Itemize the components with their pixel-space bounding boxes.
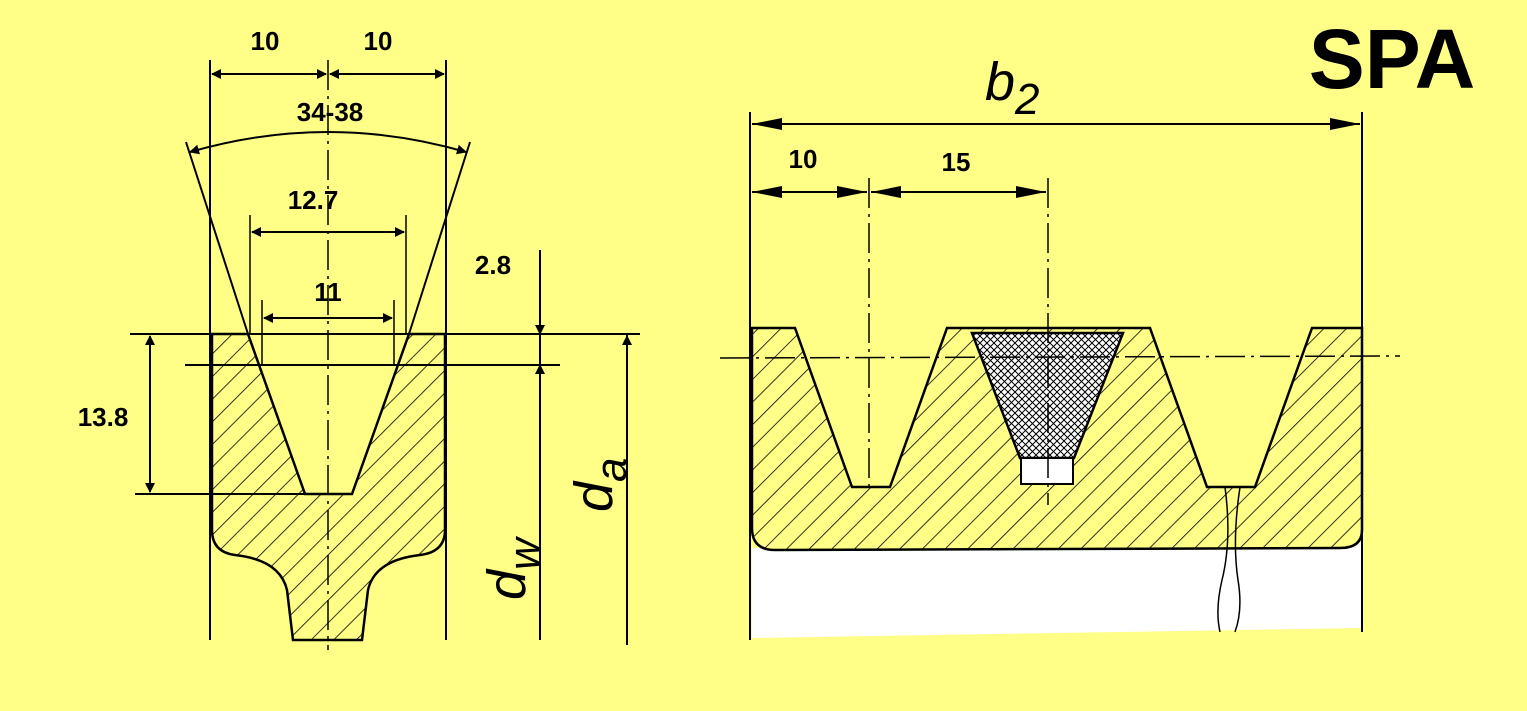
da-symbol: da xyxy=(564,457,636,512)
dim-depth-138-label: 13.8 xyxy=(78,402,129,432)
left-pulley-section xyxy=(210,332,447,642)
b2-symbol: b2 xyxy=(985,52,1040,124)
hub-white-area xyxy=(752,542,1362,638)
dim-angle-label: 34-38 xyxy=(297,97,364,127)
profile-title: SPA xyxy=(1309,12,1475,106)
dim-half-left-label: 10 xyxy=(251,26,280,56)
dw-symbol: dw xyxy=(477,535,549,600)
dim-width-127-label: 12.7 xyxy=(288,185,339,215)
flank-extension-left xyxy=(185,141,249,335)
dim-half-right-label: 10 xyxy=(364,26,393,56)
dim-edge-label: 10 xyxy=(789,144,818,174)
dim-width-11-label: 11 xyxy=(314,277,342,307)
flank-extension-right xyxy=(408,141,471,335)
dim-angle-arc xyxy=(189,131,467,155)
right-pitch-line xyxy=(719,355,1401,359)
b2-symbol-text: b2 xyxy=(985,52,1040,124)
right-view: 10 15 b2 xyxy=(719,52,1401,640)
dim-pitch-label: 15 xyxy=(942,147,971,177)
dim-depth-28-label: 2.8 xyxy=(475,250,511,280)
left-view: 10 10 34-38 12.7 11 2.8 13.8 dw da xyxy=(78,26,640,650)
groove-gap xyxy=(1020,457,1074,485)
break-line xyxy=(1217,486,1241,633)
